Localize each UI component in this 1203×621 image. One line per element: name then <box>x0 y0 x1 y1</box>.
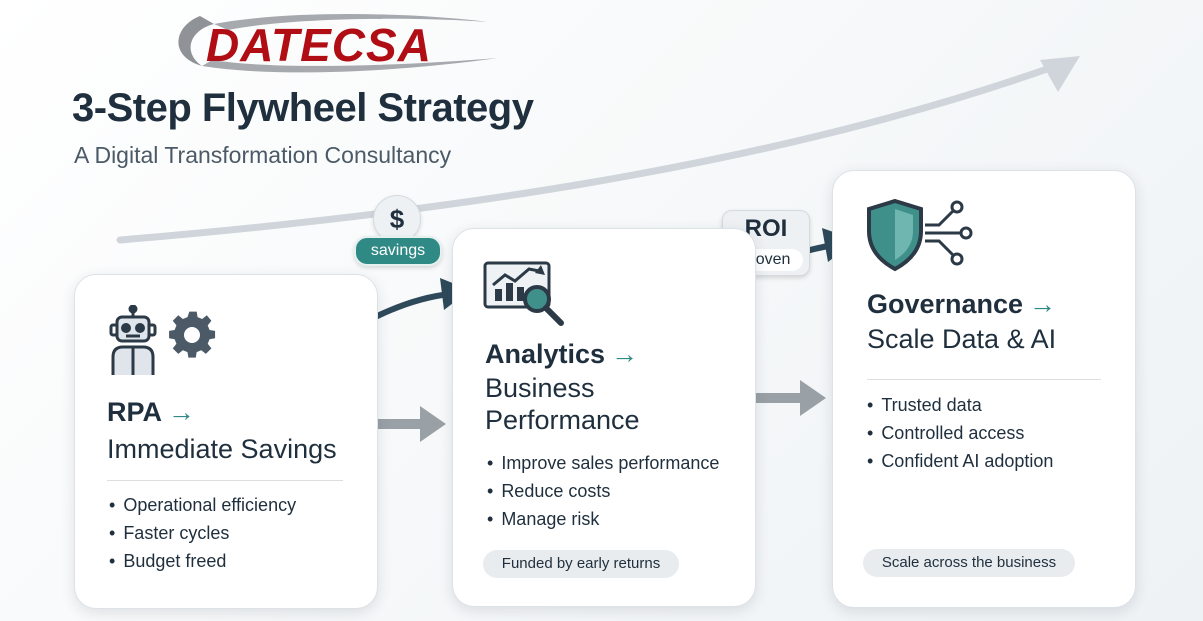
robot-gear-icon <box>109 305 216 375</box>
logo: DATECSA <box>168 8 508 78</box>
list-item: Confident AI adoption <box>867 447 1053 475</box>
footer-badge: Scale across the business <box>863 549 1075 577</box>
card-subtitle: Scale Data & AI <box>867 324 1057 354</box>
list-item: Improve sales performance <box>487 449 719 477</box>
divider <box>107 480 343 481</box>
footer-badge: Funded by early returns <box>483 550 679 578</box>
card-analytics: Analytics→ Business Performance Improve … <box>452 228 756 607</box>
list-item: Trusted data <box>867 391 1053 419</box>
card-title: Governance→ <box>867 289 1056 320</box>
list-item: Controlled access <box>867 419 1053 447</box>
bullet-list: Improve sales performance Reduce costs M… <box>487 449 719 533</box>
savings-badge: savings <box>354 236 442 266</box>
bullet-list: Trusted data Controlled access Confident… <box>867 391 1053 475</box>
list-item: Budget freed <box>109 547 296 575</box>
page-title: 3-Step Flywheel Strategy <box>72 86 534 130</box>
savings-coin-icon: $ <box>373 195 421 243</box>
divider <box>867 379 1101 380</box>
card-governance: Governance→ Scale Data & AI Trusted data… <box>832 170 1136 608</box>
arrow-right-icon: → <box>168 397 196 427</box>
list-item: Faster cycles <box>109 519 296 547</box>
card-title-text: RPA <box>107 397 163 427</box>
arrow-right-icon: → <box>611 339 639 369</box>
straight-arrow-1 <box>376 406 446 442</box>
logo-text: DATECSA <box>206 19 432 71</box>
card-title-text: Analytics <box>485 339 606 369</box>
arrow-right-icon: → <box>1029 289 1057 319</box>
straight-arrow-2 <box>756 380 826 416</box>
card-subtitle: Immediate Savings <box>107 434 337 464</box>
logo-swoosh-icon <box>178 14 498 73</box>
list-item: Reduce costs <box>487 477 719 505</box>
card-rpa: RPA→ Immediate Savings Operational effic… <box>74 274 378 609</box>
shield-network-icon <box>867 198 973 272</box>
list-item: Manage risk <box>487 505 719 533</box>
chart-magnifier-icon <box>483 261 564 326</box>
card-subtitle-line: Performance <box>485 405 640 435</box>
page-subtitle: A Digital Transformation Consultancy <box>74 142 452 168</box>
bullet-list: Operational efficiency Faster cycles Bud… <box>109 491 296 575</box>
card-subtitle-line: Business <box>485 373 595 403</box>
list-item: Operational efficiency <box>109 491 296 519</box>
card-title: RPA→ <box>107 397 195 428</box>
card-title: Analytics→ <box>485 339 638 370</box>
card-title-text: Governance <box>867 289 1024 319</box>
card-subtitle: Business Performance <box>485 372 640 436</box>
